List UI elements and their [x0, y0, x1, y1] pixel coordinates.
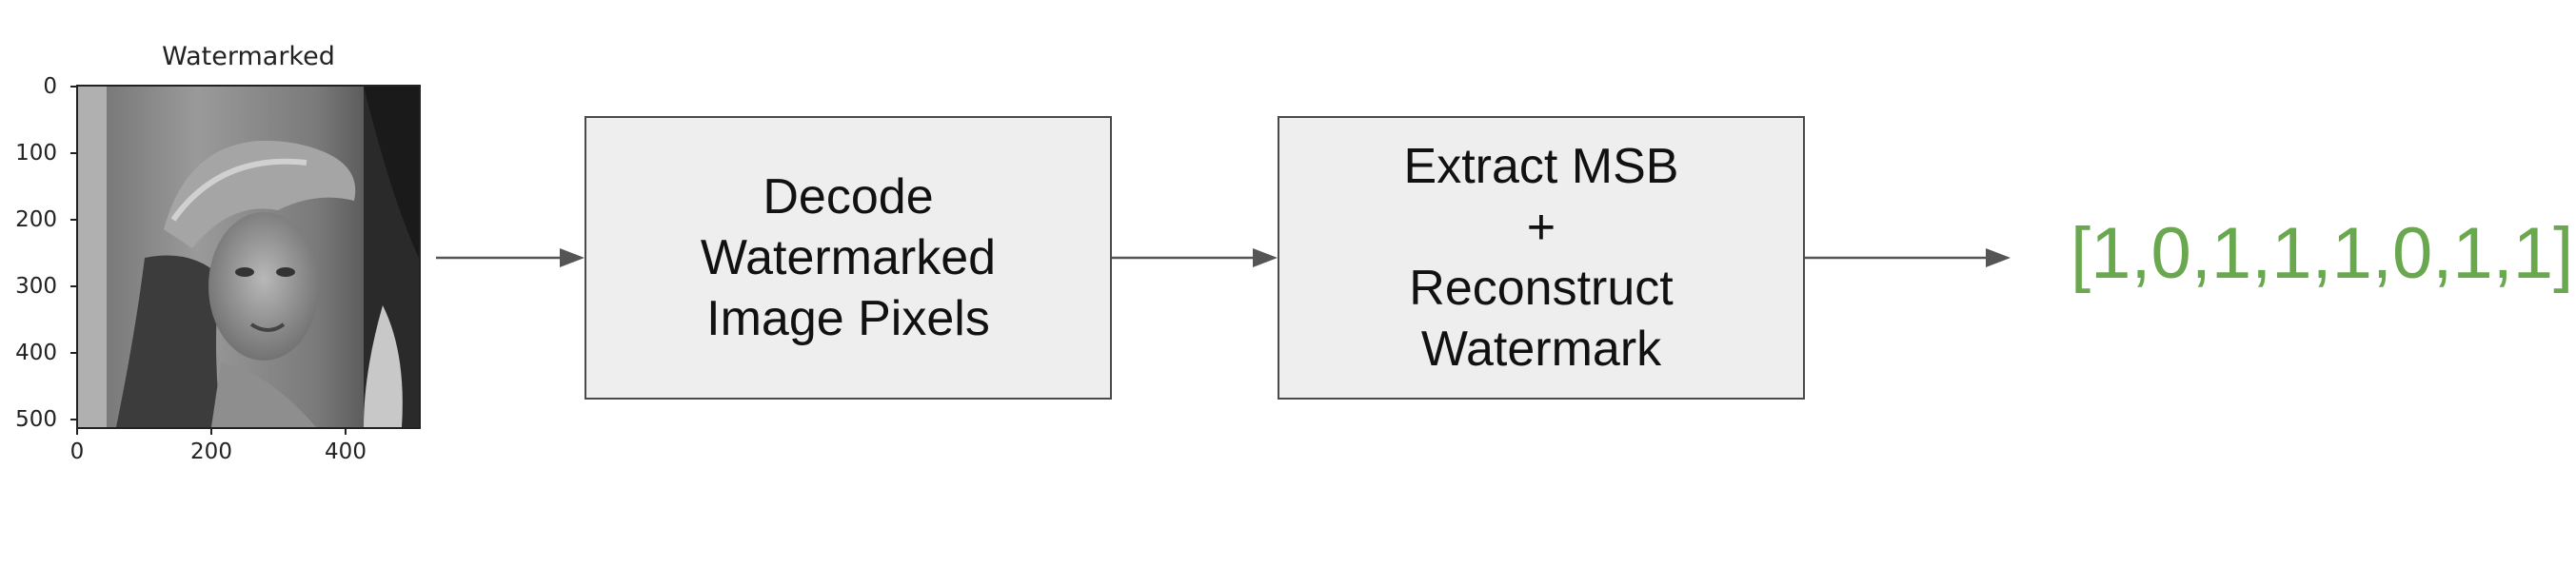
x-tick-mark — [210, 429, 212, 435]
y-tick-mark — [70, 152, 76, 154]
step-line: Extract MSB — [1403, 139, 1679, 194]
arrowhead — [1253, 248, 1278, 267]
y-tick-mark — [70, 419, 76, 420]
step-line: Image Pixels — [706, 291, 990, 346]
y-tick-mark — [70, 285, 76, 287]
step-line: + — [1526, 200, 1556, 255]
step-line: Watermark — [1420, 322, 1662, 377]
x-tick-label: 400 — [325, 440, 367, 464]
x-tick-label: 200 — [190, 440, 232, 464]
watermarked-image — [76, 85, 421, 429]
y-tick-label: 0 — [43, 74, 57, 99]
y-tick-mark — [70, 352, 76, 354]
y-tick-mark — [70, 219, 76, 221]
step-line: Decode — [763, 169, 934, 225]
y-tick-label: 300 — [15, 274, 57, 299]
y-tick-label: 200 — [15, 207, 57, 232]
step-line: Watermarked — [700, 230, 997, 285]
arrowhead — [1986, 248, 2011, 267]
x-tick-label: 0 — [69, 440, 85, 464]
decode-step-box: Decode Watermarked Image Pixels — [585, 116, 1112, 400]
extract-step-label: Extract MSB + Reconstruct Watermark — [1404, 136, 1679, 380]
x-tick-mark — [76, 429, 78, 435]
image-title: Watermarked — [162, 42, 335, 71]
step-line: Reconstruct — [1409, 261, 1674, 316]
decode-step-label: Decode Watermarked Image Pixels — [701, 166, 996, 349]
y-tick-label: 100 — [15, 141, 57, 166]
portrait-image — [78, 87, 419, 427]
y-tick-label: 500 — [15, 407, 57, 432]
y-tick-mark — [70, 86, 76, 88]
output-bits: [1,0,1,1,1,0,1,1] — [2071, 213, 2574, 294]
arrowhead — [560, 248, 585, 267]
extract-step-box: Extract MSB + Reconstruct Watermark — [1278, 116, 1805, 400]
y-tick-label: 400 — [15, 341, 57, 365]
x-tick-mark — [345, 429, 347, 435]
